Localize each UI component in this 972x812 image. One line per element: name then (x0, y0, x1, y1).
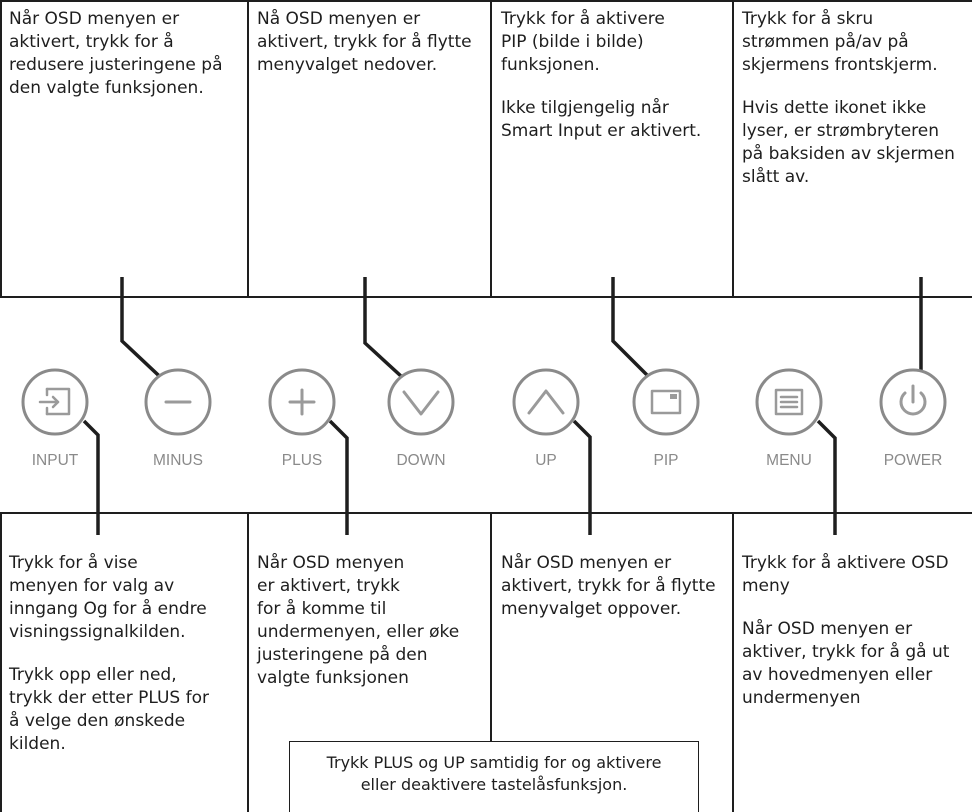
pip-button (632, 368, 700, 436)
description-text: Når OSD menyen er aktiver, trykk for å g… (742, 619, 950, 708)
power-label: POWER (883, 452, 943, 469)
chevron-up-icon (527, 389, 565, 415)
minus-label: MINUS (153, 452, 203, 469)
description-text: Når OSD menyen er aktivert, trykk for å … (257, 553, 460, 688)
power-icon (899, 384, 927, 416)
leader-up (572, 419, 592, 535)
description-text: Trykk for å aktivere PIP (bilde i bilde)… (501, 9, 665, 75)
description-power: Trykk for å skru strømmen på/av på skjer… (742, 8, 972, 209)
up-button (512, 368, 580, 436)
leader-menu (816, 419, 837, 535)
menu-label: MENU (766, 452, 812, 469)
description-down: Nå OSD menyen er aktivert, trykk for å f… (257, 8, 489, 97)
down-label: DOWN (396, 452, 446, 469)
description-text: Trykk for å skru strømmen på/av på skjer… (742, 9, 938, 75)
description-input: Trykk for å vise menyen for valg av inng… (9, 552, 245, 776)
input-label: INPUT (31, 452, 79, 469)
down-button (387, 368, 455, 436)
description-pip: Trykk for å aktivere PIP (bilde i bilde)… (501, 8, 731, 163)
description-text: Trykk opp eller ned, trykk der etter PLU… (9, 665, 209, 754)
description-plus: Når OSD menyen er aktivert, trykk for å … (257, 552, 489, 710)
description-minus: Når OSD menyen er aktivert, trykk for å … (9, 8, 245, 120)
leader-input (82, 419, 100, 535)
description-text: Nå OSD menyen er aktivert, trykk for å f… (257, 9, 472, 75)
pip-label: PIP (653, 452, 679, 469)
leader-plus (328, 419, 349, 535)
description-text: Trykk for å aktivere OSD meny (742, 553, 949, 596)
plus-label: PLUS (281, 452, 323, 469)
leader-down (363, 277, 416, 390)
description-menu: Trykk for å aktivere OSD meny Når OSD me… (742, 552, 972, 730)
keylock-note: Trykk PLUS og UP samtidig for og aktiver… (290, 742, 698, 812)
description-text: Hvis dette ikonet ikke lyser, er strømbr… (742, 98, 955, 187)
plus-icon (288, 388, 316, 416)
chevron-down-icon (402, 390, 440, 416)
leader-pip (611, 277, 662, 390)
input-icon (38, 387, 71, 416)
pip-icon (650, 389, 682, 415)
menu-icon (774, 388, 804, 416)
leader-minus (120, 277, 174, 390)
up-label: UP (535, 452, 557, 469)
description-text: Trykk for å vise menyen for valg av inng… (9, 553, 207, 642)
description-up: Når OSD menyen er aktivert, trykk for å … (501, 552, 731, 641)
description-text: Når OSD menyen er aktivert, trykk for å … (501, 553, 716, 619)
description-text: Ikke tilgjengelig når Smart Input er akt… (501, 98, 702, 141)
description-text: Når OSD menyen er aktivert, trykk for å … (9, 9, 223, 98)
